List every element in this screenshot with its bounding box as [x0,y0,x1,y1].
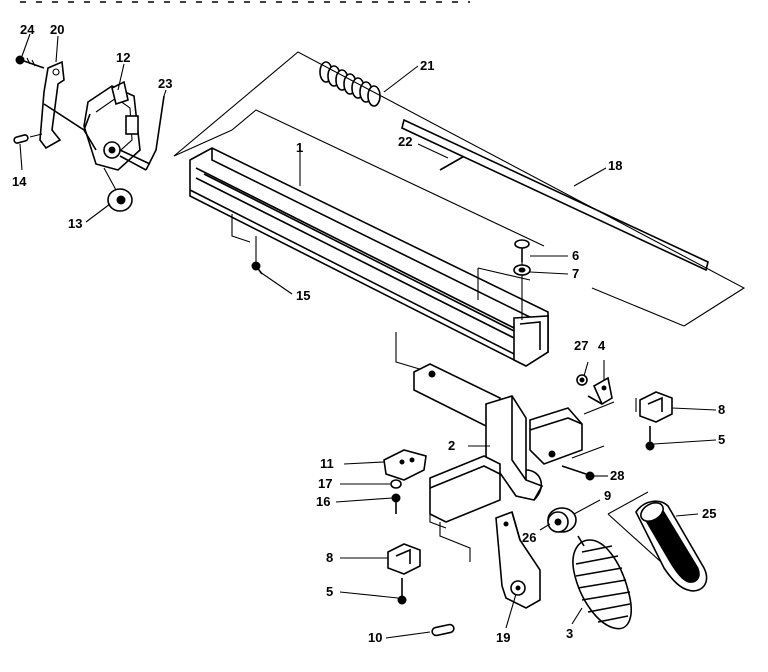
callout-17: 17 [318,476,332,491]
callout-8-upper: 8 [718,402,725,417]
fence-rail-part [189,147,549,367]
callout-1: 1 [296,140,303,155]
screw-28 [561,465,595,481]
washer-17 [390,479,402,489]
callout-6: 6 [572,248,579,263]
screw-5-lower [397,578,407,605]
callout-24: 24 [20,22,35,37]
callout-5-lower: 5 [326,584,333,599]
shaft-23 [145,95,165,171]
callout-2: 2 [448,438,455,453]
callout-25: 25 [702,506,716,521]
washer-7 [513,264,531,276]
callout-3: 3 [566,626,573,641]
callout-22: 22 [398,134,412,149]
bracket-11 [383,449,427,481]
callout-10: 10 [368,630,382,645]
alignment-outline [173,51,746,327]
callout-20: 20 [50,22,64,37]
callout-4: 4 [598,338,606,353]
pin-14 [13,133,43,144]
cam-lever-19 [495,510,541,609]
callout-19: 19 [496,630,510,645]
fence-bracket-part [395,332,615,562]
handle-grip-3 [572,535,632,630]
slide-pad-8-upper [635,391,673,423]
callout-14: 14 [12,174,27,189]
callout-16: 16 [316,494,330,509]
callout-23: 23 [158,76,172,91]
lock-lever-part [39,60,85,150]
callout-9: 9 [604,488,611,503]
callout-8-lower: 8 [326,550,333,565]
screw-16 [391,493,401,514]
callout-15: 15 [296,288,310,303]
lock-housing-part [83,80,151,171]
callout-28: 28 [610,468,624,483]
callout-13: 13 [68,216,82,231]
screw-24 [15,55,45,69]
grip-sleeve-25 [607,491,708,592]
nut-27 [576,374,588,386]
callout-labels: 24 20 12 23 14 13 21 1 22 18 6 7 15 27 4… [12,22,725,645]
callout-21: 21 [420,58,434,73]
callout-5-upper: 5 [718,432,725,447]
screw-15 [251,236,263,275]
callout-7: 7 [572,266,579,281]
rod-18 [401,118,709,272]
callout-11: 11 [320,456,334,471]
callout-27: 27 [574,338,588,353]
callout-12: 12 [116,50,130,65]
clip-4 [587,376,613,406]
slide-pad-8-lower [387,543,421,575]
pin-10 [431,623,455,637]
washer-13 [103,167,133,212]
callout-18: 18 [608,158,622,173]
cam-26 [547,507,577,533]
leader-lines [19,33,717,639]
callout-26: 26 [522,530,536,545]
screw-6 [514,239,530,320]
screw-5-upper [645,426,655,451]
